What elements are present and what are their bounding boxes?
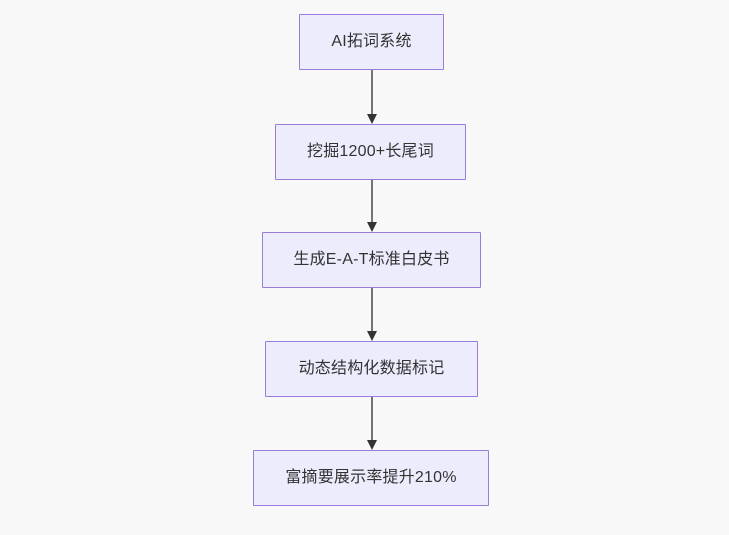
flow-node-generate-eat-whitepaper[interactable]: 生成E-A-T标准白皮书 [262,232,481,288]
flow-node-dynamic-structured-data[interactable]: 动态结构化数据标记 [265,341,478,397]
edge-line [371,180,373,223]
arrow-down-icon [367,440,377,450]
flow-edge-n2-n3 [367,180,377,232]
arrow-down-icon [367,222,377,232]
flow-node-mine-longtail-keywords[interactable]: 挖掘1200+长尾词 [275,124,466,180]
flow-edge-n1-n2 [367,70,377,124]
flow-node-rich-snippet-uplift[interactable]: 富摘要展示率提升210% [253,450,489,506]
flow-node-label: 富摘要展示率提升210% [285,469,457,487]
edge-line [371,397,373,441]
flow-node-label: AI拓词系统 [331,33,412,51]
edge-line [371,288,373,332]
flow-node-label: 动态结构化数据标记 [298,360,445,378]
arrow-down-icon [367,331,377,341]
flow-edge-n3-n4 [367,288,377,341]
flow-node-label: 挖掘1200+长尾词 [307,143,434,161]
arrow-down-icon [367,114,377,124]
flow-edge-n4-n5 [367,397,377,450]
flow-node-ai-keyword-system[interactable]: AI拓词系统 [299,14,444,70]
flow-node-label: 生成E-A-T标准白皮书 [293,251,450,269]
edge-line [371,70,373,115]
